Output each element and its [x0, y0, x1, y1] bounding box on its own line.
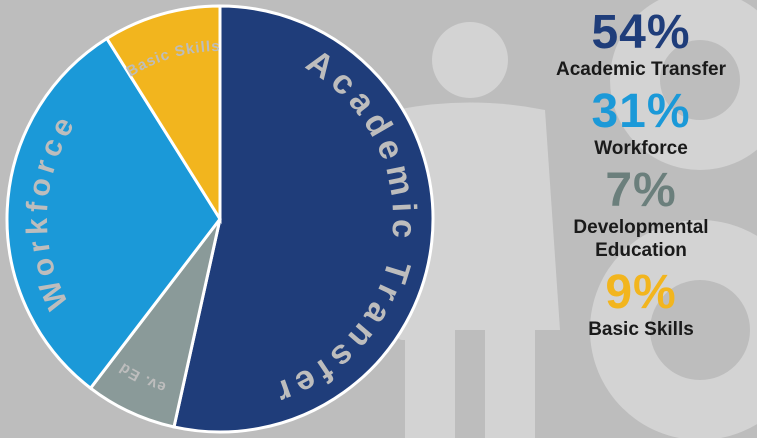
pie-slice-basic-skills: [104, 4, 222, 225]
stat-label: Workforce: [594, 138, 688, 159]
stat-label: Basic Skills: [588, 319, 694, 340]
stat-percent: 54%: [591, 6, 691, 59]
stat-label: Academic Transfer: [555, 59, 727, 80]
stat-label: Developmental Education: [573, 217, 709, 261]
stats-panel: 54% Academic Transfer 31% Workforce 7% D…: [525, 8, 757, 347]
pie-slice-workforce: [5, 36, 222, 391]
pie-chart: Academic TransferDev. Ed.WorkforceBasic …: [5, 4, 435, 434]
stat-developmental-education: 7% Developmental Education: [525, 166, 757, 262]
stat-percent: 9%: [605, 266, 677, 319]
stat-basic-skills: 9% Basic Skills: [525, 268, 757, 341]
stat-workforce: 31% Workforce: [525, 87, 757, 160]
stat-academic-transfer: 54% Academic Transfer: [525, 8, 757, 81]
pie-slice-academic-transfer: [172, 4, 435, 434]
stat-percent: 31%: [591, 85, 691, 138]
stat-percent: 7%: [605, 164, 677, 217]
